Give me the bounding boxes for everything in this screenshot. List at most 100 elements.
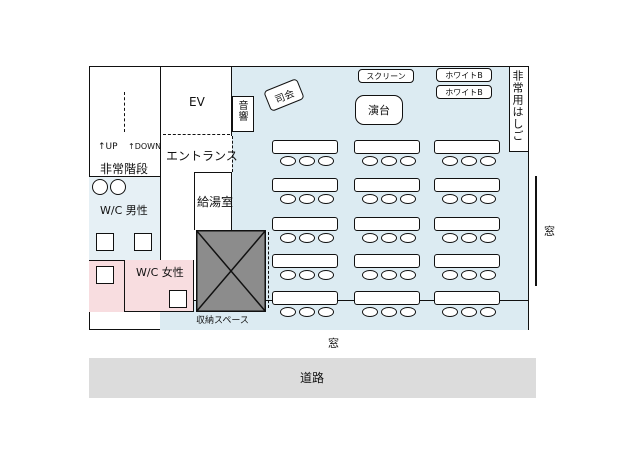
chair [362,270,378,280]
elevator-door-line [163,134,230,135]
chair [362,307,378,317]
urinal-right [110,179,126,195]
stage-box: 演台 [355,95,403,125]
emergency-ladder-label: 非常用はしご [511,70,524,142]
chair [299,233,315,243]
podium-label: 司会 [273,88,297,106]
chair [318,194,334,204]
desk [354,217,420,231]
screen-label: スクリーン [366,71,406,81]
wc-men-label: W/C 男性 [100,204,148,217]
chair [400,307,416,317]
wc-women-left-wall [89,260,125,312]
wc-women-label: W/C 女性 [136,266,184,279]
chair [280,307,296,317]
chair [400,270,416,280]
screen-box: スクリーン [358,69,414,83]
chair [442,270,458,280]
chair [442,233,458,243]
chair [461,270,477,280]
toilet-women-2 [169,290,187,308]
chair [461,194,477,204]
chair [442,307,458,317]
desk [434,291,500,305]
stairs-down-label: ↑DOWN [128,142,162,151]
sound-booth [232,96,254,132]
chair [480,194,496,204]
chair [280,233,296,243]
entrance-door-line [232,136,233,172]
chair [318,307,334,317]
toilet-men-1 [96,233,114,251]
desk [434,254,500,268]
chair [280,270,296,280]
chair [480,156,496,166]
chair [442,156,458,166]
chair [362,233,378,243]
storage-door-line [268,232,269,308]
chair [299,156,315,166]
elevator-room [160,66,232,136]
stairs-divider [124,92,125,132]
desk [272,291,338,305]
stage-label: 演台 [368,104,390,117]
whiteboard-2-box: ホワイトB [436,85,492,99]
chair [381,156,397,166]
stairs-label: 非常階段 [100,162,149,176]
window-right-label: 窓 [544,225,555,238]
stairs-up-label: ↑UP [98,142,118,152]
urinal-left [92,179,108,195]
chair [381,307,397,317]
chair [480,233,496,243]
road-label: 道路 [300,371,325,385]
chair [381,233,397,243]
chair [318,156,334,166]
chair [381,194,397,204]
chair [299,194,315,204]
desk [434,140,500,154]
window-bottom-label: 窓 [328,337,339,350]
chair [362,194,378,204]
chair [280,156,296,166]
chair [362,156,378,166]
chair [461,307,477,317]
chair [480,307,496,317]
sound-label: 音響 [236,100,247,122]
desk [354,254,420,268]
chair [299,307,315,317]
toilet-women-1 [96,266,114,284]
window-right-line [535,176,537,286]
entrance-label: エントランス [166,149,238,163]
whiteboard-1-box: ホワイトB [436,68,492,82]
desk [354,291,420,305]
chair [400,156,416,166]
chair [318,270,334,280]
chair [461,233,477,243]
whiteboard-2-label: ホワイトB [445,87,483,97]
desk [272,217,338,231]
storage-label: 収納スペース [196,316,249,326]
chair [318,233,334,243]
desk [354,178,420,192]
chair [461,156,477,166]
elevator-label: EV [189,95,205,109]
chair [442,194,458,204]
chair [299,270,315,280]
kitchen-label: 給湯室 [197,195,234,209]
desk [354,140,420,154]
toilet-men-2 [134,233,152,251]
emergency-ladder-box [509,66,529,152]
stairs-area [89,66,161,176]
chair [381,270,397,280]
whiteboard-1-label: ホワイトB [445,70,483,80]
desk [434,178,500,192]
road [89,358,536,398]
desk [272,254,338,268]
chair [480,270,496,280]
chair [400,233,416,243]
kitchen-room [194,172,232,230]
storage-crossed-box [196,230,266,312]
desk [272,140,338,154]
desk [272,178,338,192]
chair [400,194,416,204]
